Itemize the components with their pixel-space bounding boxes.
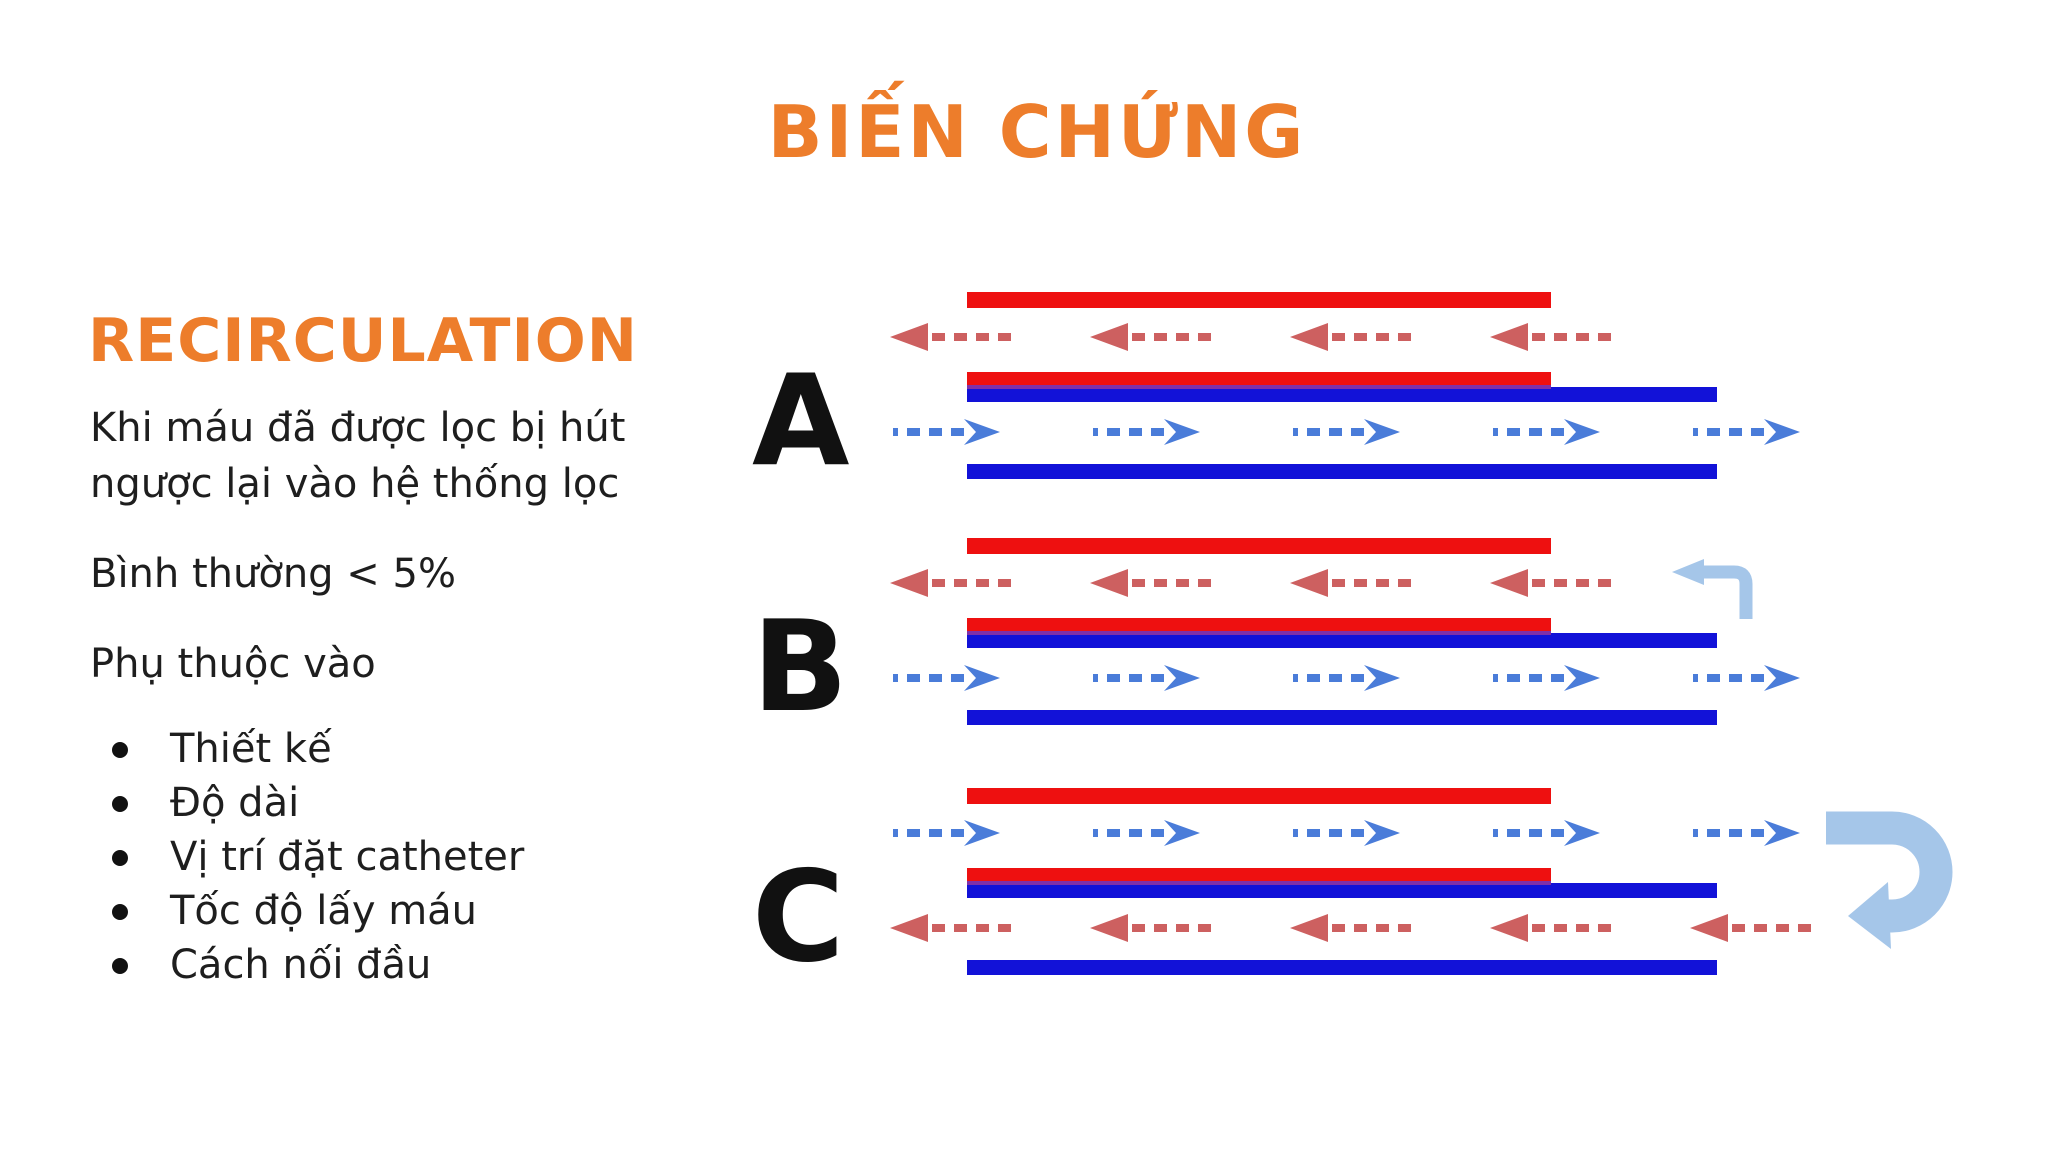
definition-text: Khi máu đã được lọc bị hút ngược lại vào… [90, 405, 626, 507]
list-item: Thiết kế [90, 722, 710, 776]
lumen-overlap-seam [967, 881, 1551, 885]
diagram-a: A [752, 292, 1800, 492]
list-item: Độ dài [90, 776, 710, 830]
blue-forward-arrowhead-icon [1564, 419, 1600, 445]
red-return-arrowhead-icon [1490, 569, 1528, 597]
catheter-blue-lumen-bar [967, 387, 1717, 402]
u-turn-return-arrowhead-icon [1848, 882, 1891, 949]
blue-forward-arrowhead-icon [1164, 419, 1200, 445]
catheter-red-lumen-bar [967, 372, 1551, 388]
u-turn-return-arrow [1826, 811, 1953, 933]
red-return-arrowhead-icon [1090, 914, 1128, 942]
bullet-dot-icon [112, 904, 128, 920]
arterial-red-bar [967, 788, 1551, 804]
blue-forward-arrowhead-icon [1364, 665, 1400, 691]
catheter-blue-lumen-bar [967, 883, 1717, 898]
factors-list: Thiết kế Độ dài Vị trí đặt catheter Tốc … [90, 722, 710, 992]
venous-blue-bar [967, 960, 1717, 975]
red-return-arrowhead-icon [1090, 323, 1128, 351]
diagram-c: C [752, 788, 1953, 988]
arterial-red-bar [967, 292, 1551, 308]
bullet-dot-icon [112, 850, 128, 866]
catheter-red-lumen-bar [967, 868, 1551, 884]
blue-forward-arrowhead-icon [1164, 820, 1200, 846]
blue-forward-arrowhead-icon [1364, 820, 1400, 846]
blue-forward-arrowhead-icon [1364, 419, 1400, 445]
diagram-b: B [752, 538, 1800, 738]
elbow-return-arrow [1702, 565, 1753, 619]
venous-blue-bar [967, 710, 1717, 725]
normal-threshold-text: Bình thường < 5% [90, 551, 456, 597]
venous-blue-bar [967, 464, 1717, 479]
bullet-dot-icon [112, 796, 128, 812]
slide-title: BIẾN CHỨNG [767, 90, 1307, 174]
red-return-arrowhead-icon [1090, 569, 1128, 597]
red-return-arrowhead-icon [1690, 914, 1728, 942]
list-item: Vị trí đặt catheter [90, 830, 710, 884]
catheter-red-lumen-bar [967, 618, 1551, 634]
red-return-arrowhead-icon [1290, 914, 1328, 942]
red-return-arrowhead-icon [890, 914, 928, 942]
lumen-overlap-seam [967, 631, 1551, 635]
lumen-overlap-seam [967, 385, 1551, 389]
red-return-arrowhead-icon [890, 323, 928, 351]
blue-forward-arrowhead-icon [1764, 419, 1800, 445]
elbow-return-arrowhead-icon [1672, 559, 1704, 585]
red-return-arrowhead-icon [890, 569, 928, 597]
depends-on-text: Phụ thuộc vào [90, 641, 376, 687]
blue-forward-arrowhead-icon [1164, 665, 1200, 691]
arterial-red-bar [967, 538, 1551, 554]
red-return-arrowhead-icon [1490, 323, 1528, 351]
blue-forward-arrowhead-icon [964, 665, 1000, 691]
diagram-label: A [752, 347, 850, 492]
blue-forward-arrowhead-icon [964, 419, 1000, 445]
list-item: Tốc độ lấy máu [90, 884, 710, 938]
blue-forward-arrowhead-icon [1564, 820, 1600, 846]
blue-forward-arrowhead-icon [1564, 665, 1600, 691]
red-return-arrowhead-icon [1290, 569, 1328, 597]
recirculation-heading: RECIRCULATION [88, 306, 638, 376]
catheter-blue-lumen-bar [967, 633, 1717, 648]
bullet-dot-icon [112, 958, 128, 974]
red-return-arrowhead-icon [1290, 323, 1328, 351]
list-item: Cách nối đầu [90, 938, 710, 992]
blue-forward-arrowhead-icon [964, 820, 1000, 846]
blue-forward-arrowhead-icon [1764, 665, 1800, 691]
bullet-dot-icon [112, 742, 128, 758]
red-return-arrowhead-icon [1490, 914, 1528, 942]
blue-forward-arrowhead-icon [1764, 820, 1800, 846]
diagram-label: B [752, 593, 848, 738]
diagram-label: C [752, 843, 844, 988]
